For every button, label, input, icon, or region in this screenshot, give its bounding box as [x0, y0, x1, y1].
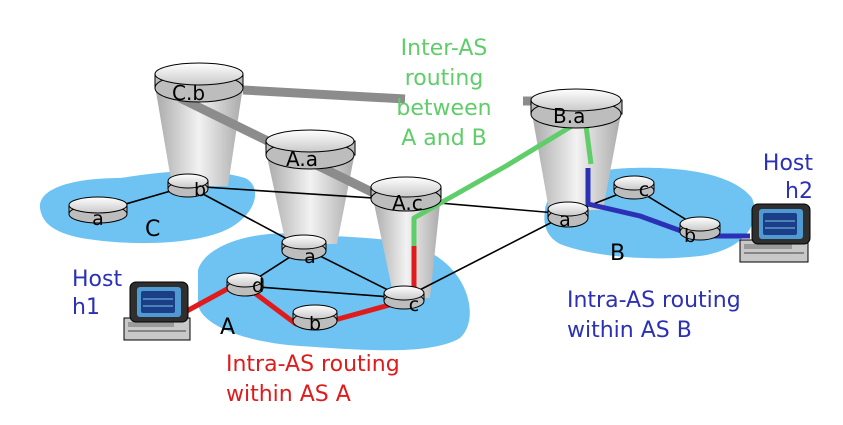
- router-b-c-label: c: [639, 179, 649, 201]
- router-ba-label: B.a: [553, 104, 585, 128]
- host-h1-computer-icon[interactable]: [123, 281, 191, 341]
- intra-as-b-caption: Intra-AS routing within AS B: [567, 286, 741, 346]
- as-c-label: C: [145, 217, 160, 242]
- host-h1-line-1: Host: [72, 267, 123, 292]
- router-a-b-label: b: [309, 313, 321, 335]
- intra-as-a-line-1: Intra-AS routing: [226, 352, 400, 377]
- intra-as-b-line-2: within AS B: [567, 318, 692, 343]
- gateway-cb-cone: [155, 86, 243, 186]
- inter-as-line-4: A and B: [401, 126, 487, 151]
- inter-as-path: [411, 115, 594, 246]
- host-h1-label: Host h1: [72, 266, 122, 322]
- inter-as-caption: Inter-AS routing between A and B: [388, 34, 500, 154]
- intra-as-a-line-2: within AS A: [226, 382, 351, 407]
- router-b-a[interactable]: [547, 201, 589, 228]
- inter-as-link-cb-ba: [242, 85, 406, 104]
- router-aa[interactable]: [265, 129, 356, 170]
- link-a-d-c: [244, 285, 405, 299]
- router-cb[interactable]: [154, 62, 244, 103]
- link-a-c-ba: [403, 213, 569, 299]
- router-a-c-label: c: [409, 294, 419, 316]
- router-c-a[interactable]: [68, 196, 128, 224]
- router-b-c[interactable]: [613, 175, 655, 200]
- router-c-b[interactable]: [167, 173, 209, 198]
- inter-as-line-3: between: [396, 96, 492, 121]
- host-h2-computer-icon[interactable]: [739, 203, 811, 263]
- router-b-b[interactable]: [679, 216, 721, 241]
- host-h1-line-2: h1: [72, 295, 100, 320]
- gateway-ac-cone: [372, 194, 441, 298]
- router-b-b-label: b: [684, 225, 696, 247]
- as-b-label: B: [610, 241, 625, 266]
- intra-as-b-line-1: Intra-AS routing: [567, 288, 741, 313]
- host-h2-label: Host h2: [745, 150, 813, 206]
- as-a-label: A: [220, 315, 235, 340]
- router-aa-label: A.a: [286, 147, 318, 171]
- gateway-ba-cone: [531, 108, 622, 210]
- inter-as-line-1: Inter-AS: [400, 36, 488, 61]
- intra-as-a-caption: Intra-AS routing within AS A: [226, 350, 400, 410]
- router-c-b-label: b: [194, 179, 206, 201]
- router-ac-label: A.c: [392, 191, 423, 215]
- router-a-c[interactable]: [383, 285, 425, 310]
- router-a-d[interactable]: [226, 272, 264, 297]
- router-c-a-label: a: [92, 208, 104, 230]
- intra-as-b-path: [585, 168, 750, 239]
- router-ac[interactable]: [370, 176, 442, 212]
- router-b-a-label: a: [559, 209, 571, 231]
- router-a-d-label: d: [252, 275, 264, 297]
- link-cb-aa: [187, 185, 305, 249]
- router-a-a-label: a: [304, 246, 316, 268]
- router-a-b[interactable]: [292, 304, 338, 331]
- link-cb-ac: [187, 185, 405, 201]
- router-a-a[interactable]: [281, 234, 327, 261]
- host-h2-line-2: h2: [785, 179, 813, 204]
- host-h2-line-1: Host: [762, 151, 813, 176]
- inter-as-line-2: routing: [404, 66, 484, 91]
- router-ba[interactable]: [530, 88, 623, 129]
- router-cb-label: C.b: [172, 81, 205, 105]
